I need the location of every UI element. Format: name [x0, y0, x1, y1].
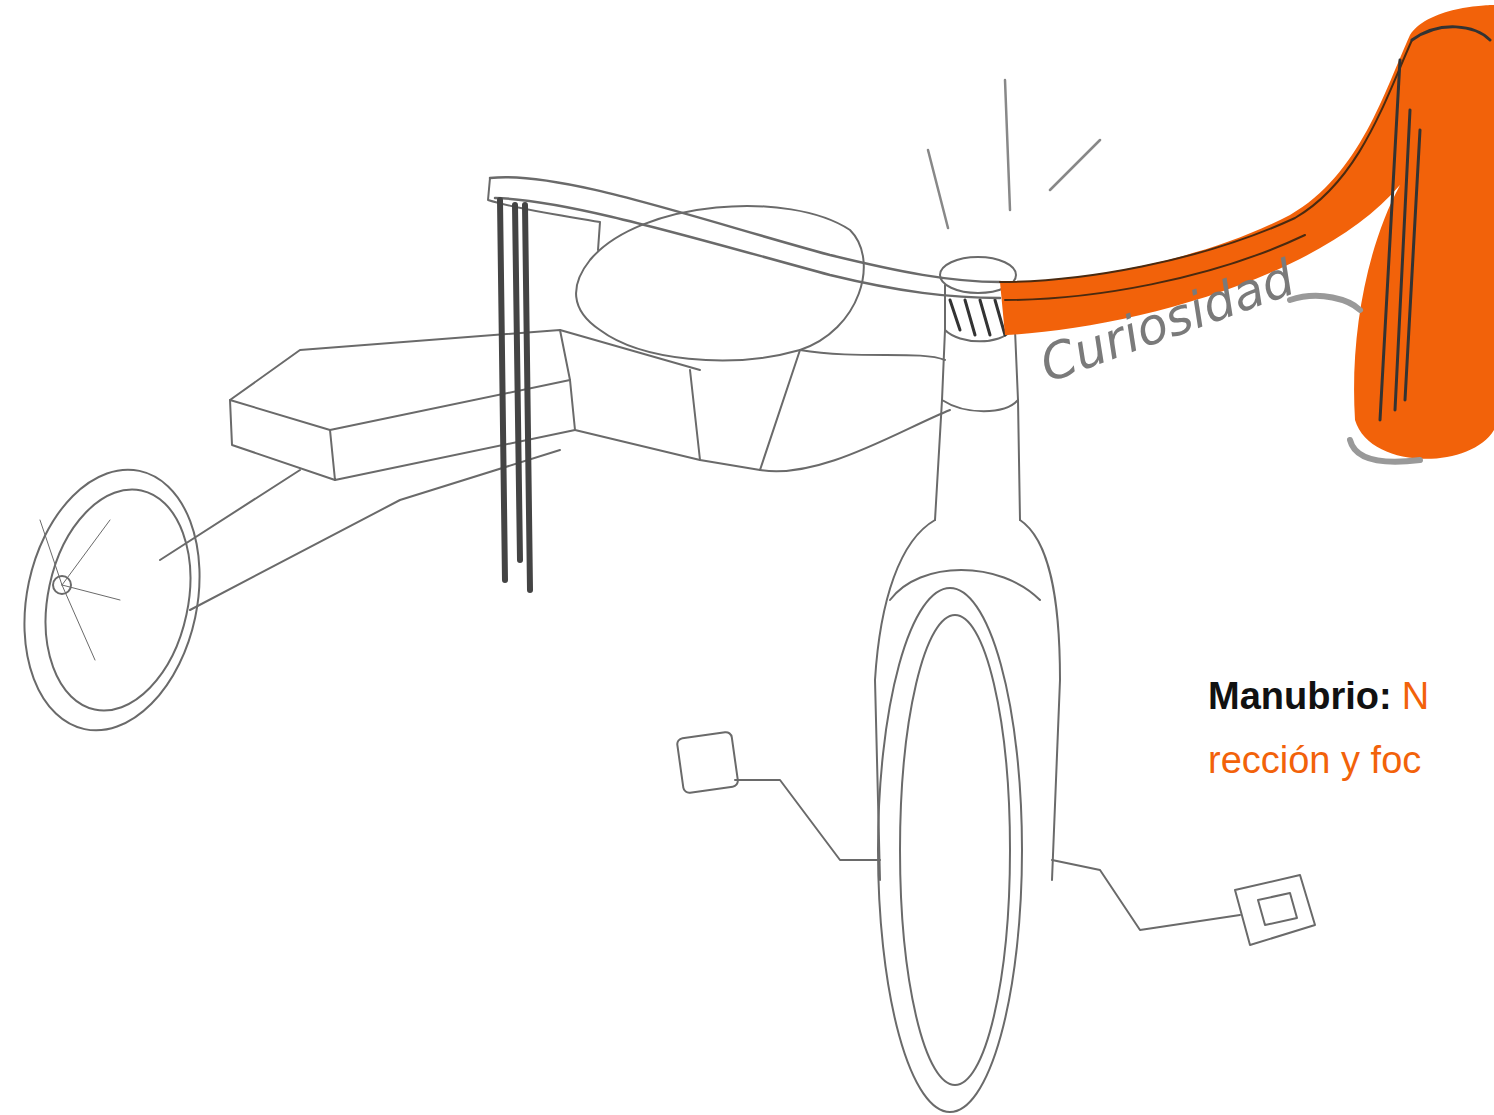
main-frame: [760, 350, 950, 471]
highlight-blob: [1000, 5, 1494, 459]
left-grip: [488, 178, 600, 250]
rear-spokes: [40, 520, 120, 660]
rear-deck-edge: [230, 400, 335, 480]
handlebar-right: [1000, 40, 1412, 282]
description-text: rección y foc: [1208, 740, 1421, 782]
left-crank: [735, 780, 880, 860]
right-grip-tassels: [1380, 27, 1490, 420]
front-wheel-rim: [900, 615, 1010, 1085]
description-text: N: [1402, 676, 1429, 718]
rear-wheel-rim: [26, 476, 210, 724]
right-crank: [1052, 860, 1240, 930]
handlebar-left-under: [495, 198, 1000, 298]
left-tassels: [500, 200, 530, 590]
seat-post: [690, 350, 800, 470]
head-collar: [942, 330, 1018, 411]
left-pedal: [677, 731, 739, 793]
fork: [875, 520, 1060, 880]
frame-tube: [560, 330, 700, 460]
seat: [576, 206, 864, 360]
rear-deck-side: [330, 380, 575, 480]
stem-hatching: [950, 300, 1005, 335]
part-name: Manubrio:: [1208, 676, 1392, 718]
rear-axle-frame: [160, 450, 560, 610]
front-wheel: [878, 588, 1022, 1112]
right-pedal: [1235, 875, 1315, 945]
handlebar-left: [490, 177, 1000, 282]
head-tube: [935, 400, 1020, 520]
rear-wheel: [1, 453, 222, 747]
fender: [890, 570, 1040, 600]
grip-shadow: [1290, 296, 1420, 462]
sparkle-lines: [928, 80, 1100, 228]
